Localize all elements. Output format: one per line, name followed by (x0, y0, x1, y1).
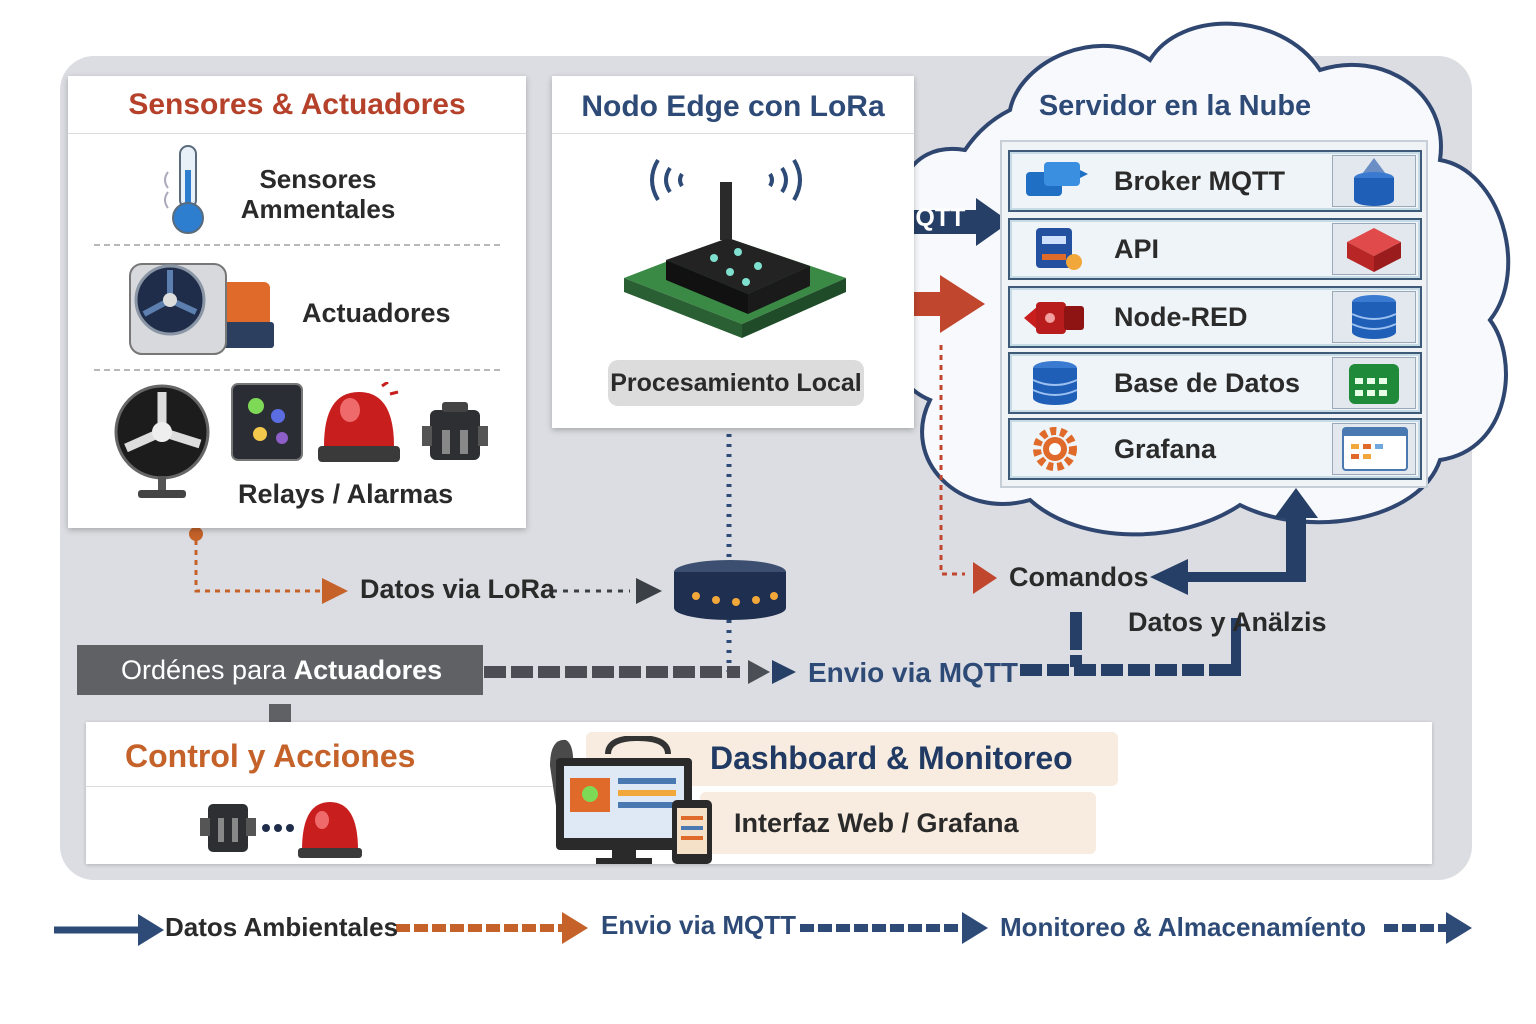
service-right-panel (1332, 357, 1416, 409)
database-icon (1351, 295, 1397, 339)
data-analysis-label: Datos y Anälzis (1128, 607, 1327, 637)
sensors-panel: Sensores & Actuadores Sensores Ammentale… (68, 76, 526, 528)
node-red-icon (1024, 302, 1084, 334)
edge-panel: Nodo Edge con LoRa Procesamiento Local (552, 76, 914, 428)
legend-mqtt: Envio via MQTT (601, 910, 797, 940)
lora-gateway-icon (674, 560, 786, 620)
mqtt-badge-label: MQTT (894, 204, 966, 232)
api-icon (1036, 228, 1082, 270)
orders-banner: Ordénes para Actuadores (77, 645, 483, 695)
lora-board-icon (624, 158, 846, 338)
alarm-light-icon (318, 382, 400, 462)
gear-icon (1033, 427, 1077, 471)
service-label: API (1114, 234, 1160, 264)
relay-module-icon (422, 402, 488, 460)
dashboard-title: Dashboard & Monitoreo (710, 740, 1073, 776)
monitor-dashboard-icon (550, 736, 712, 864)
service-label: Broker MQTT (1114, 166, 1286, 196)
control-title: Control y Acciones (125, 738, 416, 774)
actuators-label: Actuadores (302, 298, 451, 328)
dashboard-window-icon (1342, 427, 1408, 471)
grid-calendar-icon (1349, 364, 1399, 404)
legend-monitoring: Monitoreo & Almacenamíento (1000, 912, 1366, 942)
relay-board-icon (231, 383, 303, 461)
commands-label: Comandos (1009, 562, 1149, 592)
edge-panel-title: Nodo Edge con LoRa (581, 90, 885, 123)
service-right-panel (1332, 155, 1416, 207)
service-row-grafana[interactable]: Grafana (1008, 418, 1422, 480)
mqtt-broker-icon (1026, 162, 1088, 196)
service-label: Grafana (1114, 434, 1217, 464)
legend-env-data: Datos Ambientales (165, 912, 399, 942)
service-row-api[interactable]: API (1008, 218, 1422, 280)
local-processing-label: Procesamiento Local (610, 369, 862, 397)
red-cube-icon (1347, 228, 1401, 272)
service-right-panel (1332, 291, 1416, 343)
thermometer-icon (164, 145, 204, 234)
database-pyramid-icon (1354, 158, 1394, 206)
lora-data-label: Datos via LoRa (360, 574, 556, 604)
orders-bold: Actuadores (293, 655, 443, 685)
database-icon (1032, 361, 1078, 405)
service-right-panel (1332, 223, 1416, 275)
service-right-panel (1332, 423, 1416, 475)
mqtt-send-label: Envio via MQTT (808, 657, 1019, 688)
control-devices-icon (200, 802, 362, 858)
sensors-panel-title: Sensores & Actuadores (128, 88, 466, 121)
local-processing-badge: Procesamiento Local (608, 360, 864, 406)
fan-icon (114, 384, 210, 498)
fan-actuator-icon (129, 263, 274, 355)
relays-label: Relays / Alarmas (238, 479, 454, 509)
service-row-broker-mqtt[interactable]: Broker MQTT (1008, 150, 1422, 212)
orders-prefix: Ordénes para (121, 655, 287, 685)
service-label: Base de Datos (1114, 368, 1301, 398)
service-row-node-red[interactable]: Node-RED (1008, 286, 1422, 348)
env-sensors-label: Sensores Ammentales (240, 164, 396, 224)
dashboard-subtitle: Interfaz Web / Grafana (734, 808, 1019, 838)
cloud-title: Servidor en la Nube (1038, 90, 1312, 122)
service-label: Node-RED (1114, 302, 1248, 332)
dashboard-subtitle-box (700, 792, 1096, 854)
service-row-database[interactable]: Base de Datos (1008, 352, 1422, 414)
